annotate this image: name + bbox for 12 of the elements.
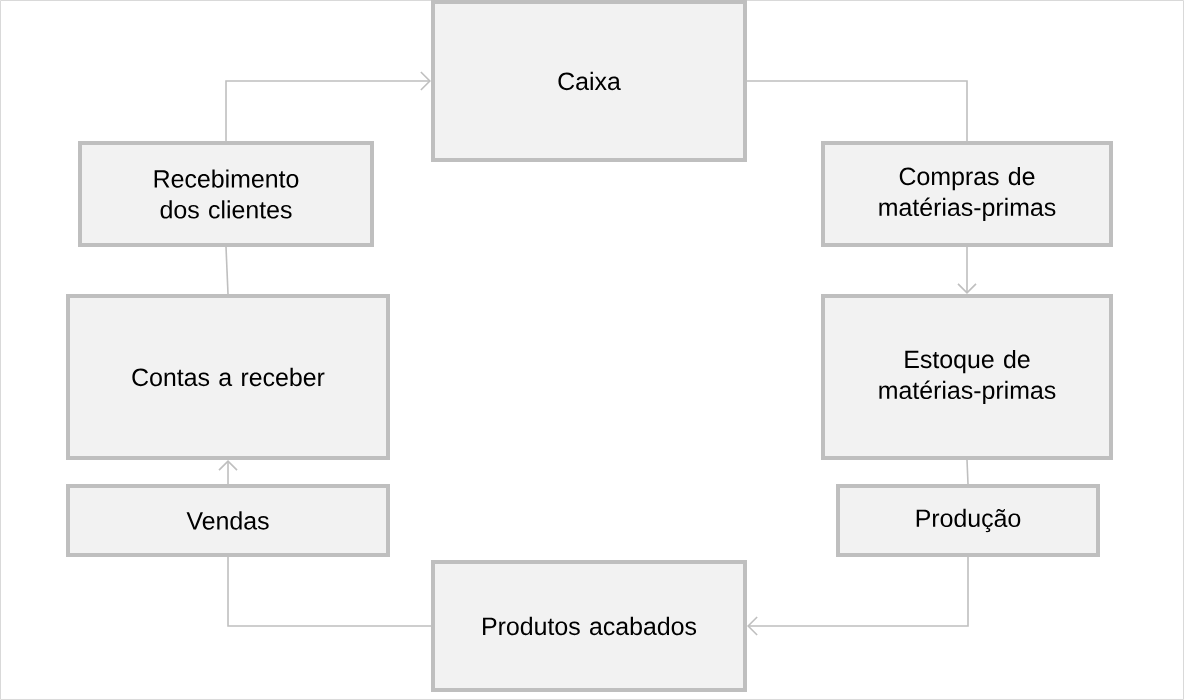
arrow [218,460,238,485]
arrow [957,246,977,294]
process-box: Produtos acabados [431,560,747,692]
process-box: Recebimento dos clientes [78,141,374,247]
process-box: Caixa [431,0,747,162]
process-box: Contas a receber [66,294,390,460]
process-box: Compras de matérias-primas [821,141,1113,247]
process-box: Estoque de matérias-primas [821,294,1113,460]
process-box: Vendas [66,484,390,557]
arrow [747,556,969,636]
process-box: Produção [836,484,1100,557]
arrow [225,71,431,142]
